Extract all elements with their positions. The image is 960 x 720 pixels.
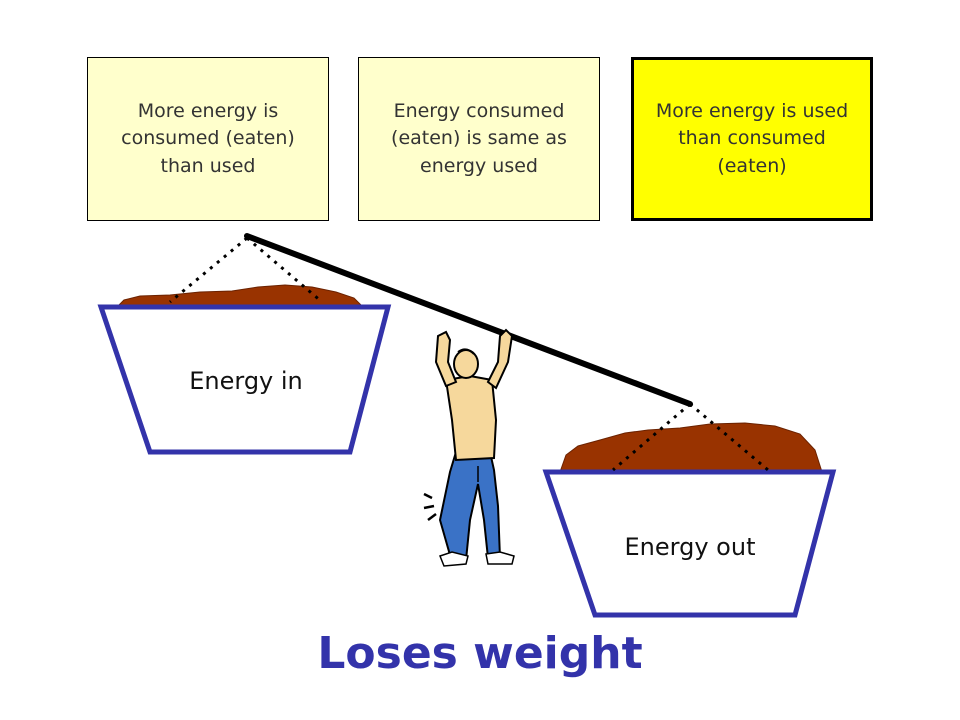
balance-beam: [244, 233, 693, 407]
option-box-more-used-selected: More energy is used than consumed (eaten…: [631, 57, 873, 221]
option-box-text: More energy is consumed (eaten) than use…: [121, 99, 295, 177]
left-basket-string: [169, 236, 248, 304]
person-holding-beam-icon: [423, 328, 515, 567]
right-basket: [542, 469, 837, 618]
left-basket-string: [246, 236, 323, 304]
result-caption: Loses weight: [317, 628, 643, 679]
option-box-text: More energy is used than consumed (eaten…: [655, 99, 849, 177]
right-basket-contents: [559, 422, 823, 473]
option-box-more-eaten: More energy is consumed (eaten) than use…: [87, 57, 329, 221]
left-basket: [97, 304, 392, 455]
energy-out-label: Energy out: [625, 533, 756, 561]
option-box-text: Energy consumed (eaten) is same as energ…: [391, 99, 567, 177]
energy-in-label: Energy in: [189, 367, 303, 395]
option-box-same: Energy consumed (eaten) is same as energ…: [358, 57, 600, 221]
left-basket-contents: [114, 284, 364, 309]
